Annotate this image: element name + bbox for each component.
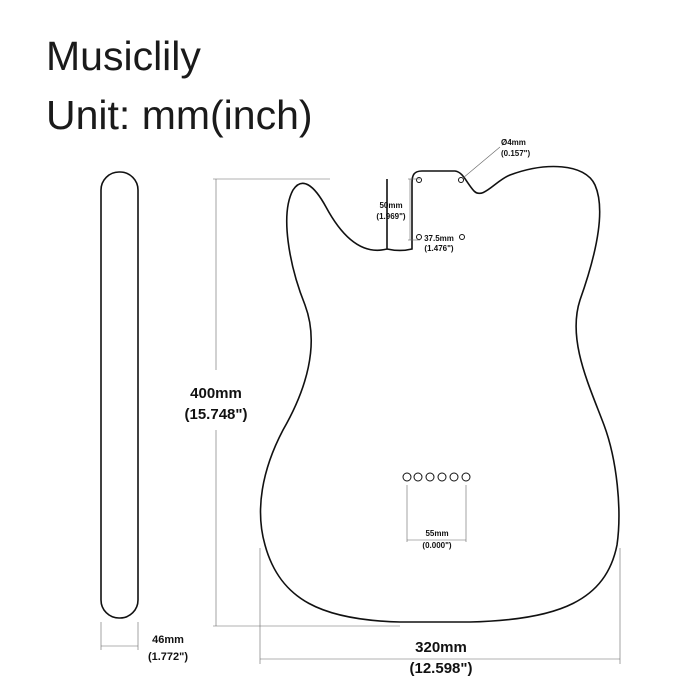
string-spacing-inch-label: (0.000"): [422, 541, 451, 550]
string-hole-3: [425, 472, 435, 482]
hole-diameter-inch-label: (0.157"): [501, 149, 530, 158]
hole-spacing-inch-label: (1.476"): [424, 244, 453, 253]
string-spacing-mm-label: 55mm: [425, 529, 448, 538]
hole-diameter-mm-label: Ø4mm: [501, 138, 526, 147]
pocket-depth-inch-label: (1.969"): [376, 212, 405, 221]
neck-screw-hole-top-left: [416, 177, 422, 183]
width-inch-label: (12.598"): [410, 660, 473, 677]
height-mm-label: 400mm: [190, 385, 242, 402]
width-mm-label: 320mm: [415, 639, 467, 656]
thickness-mm-label: 46mm: [152, 634, 184, 646]
body-side-view: [100, 171, 139, 619]
string-hole-5: [449, 472, 459, 482]
thickness-inch-label: (1.772"): [148, 651, 188, 663]
hole-spacing-mm-label: 37.5mm: [424, 234, 454, 243]
string-hole-6: [461, 472, 471, 482]
brand-title: Musiclily: [46, 33, 201, 79]
body-outline: [259, 165, 620, 623]
hole-diameter-leader: [462, 146, 501, 179]
pocket-depth-mm-label: 50mm: [379, 201, 402, 210]
neck-screw-hole-bottom-left: [416, 234, 422, 240]
string-hole-4: [437, 472, 447, 482]
string-hole-2: [413, 472, 423, 482]
neck-screw-hole-top-right: [458, 177, 464, 183]
unit-label: Unit: mm(inch): [46, 92, 313, 138]
string-hole-1: [402, 472, 412, 482]
neck-screw-hole-bottom-right: [459, 234, 465, 240]
height-inch-label: (15.748"): [185, 406, 248, 423]
